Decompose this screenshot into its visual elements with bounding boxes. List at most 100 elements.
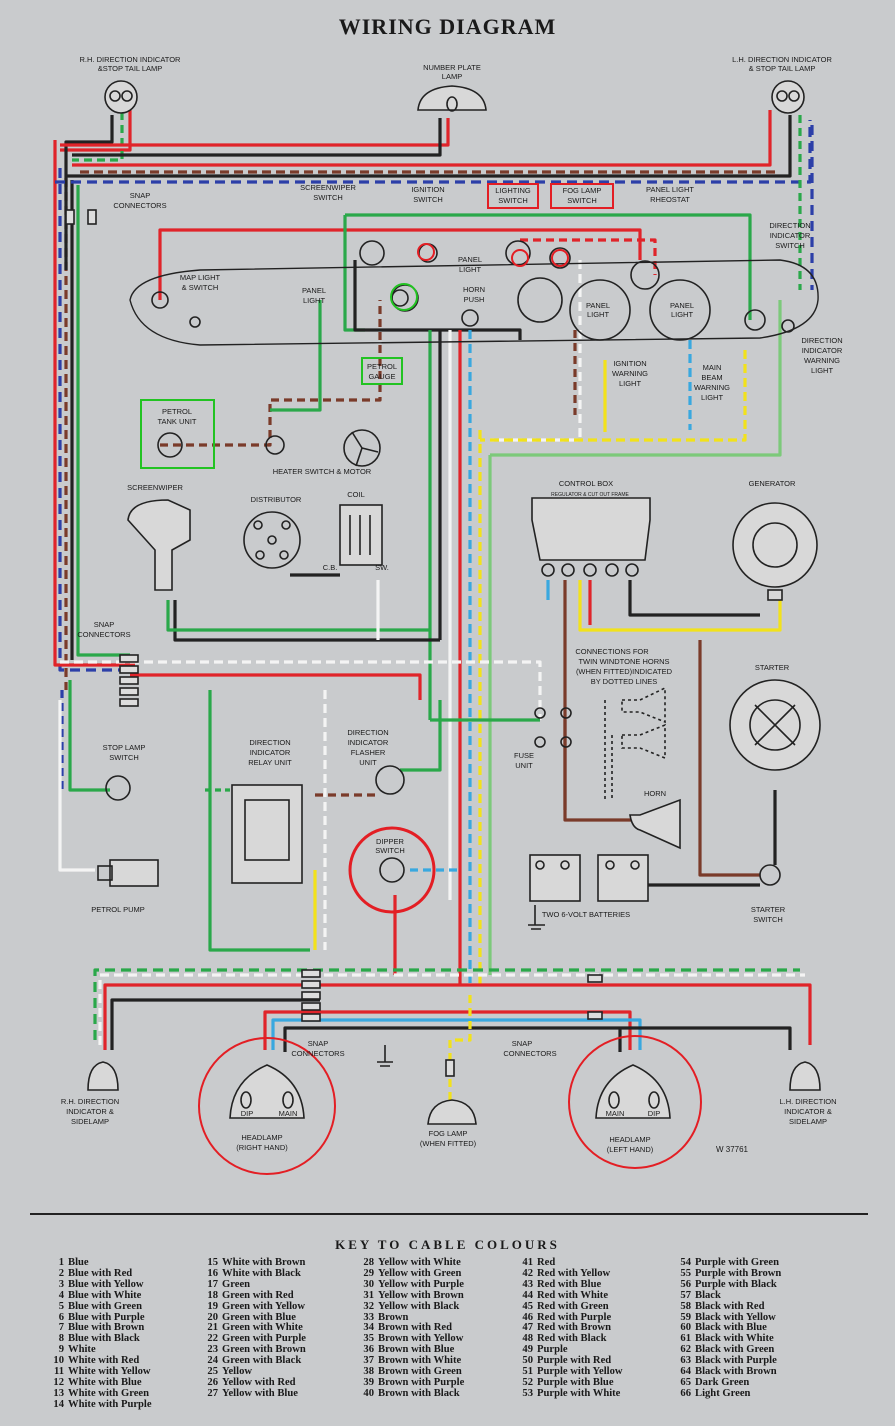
label-cb: C.B. xyxy=(323,563,338,572)
cable-colour-name: White with Purple xyxy=(68,1398,152,1410)
highlight-gauge-terminal xyxy=(390,283,418,311)
wire-bottom-blue xyxy=(271,1018,642,1050)
highlight-lighting-switch xyxy=(487,183,539,209)
cable-colour-name: Red xyxy=(537,1257,556,1268)
cable-colour-number: 57 xyxy=(680,1289,691,1301)
label-screenwiper-switch-2: SWITCH xyxy=(313,193,343,202)
cable-colour-name: Yellow with Purple xyxy=(378,1278,464,1290)
label-batteries: TWO 6-VOLT BATTERIES xyxy=(542,910,630,919)
cable-colour-name: Blue with White xyxy=(68,1289,142,1301)
label-petrol-tank-1: PETROL xyxy=(162,407,192,416)
wire-left-harness-green xyxy=(76,185,130,657)
label-snap-top-2: CONNECTORS xyxy=(113,201,166,210)
label-panel-light-d-2: LIGHT xyxy=(671,310,694,319)
label-dir-warning-3: WARNING xyxy=(804,356,840,365)
dir-warning xyxy=(781,319,795,333)
label-rh-main: MAIN xyxy=(279,1109,298,1118)
cable-colour-name: White xyxy=(68,1344,96,1356)
cable-colour-name: Red with Yellow xyxy=(537,1267,611,1279)
cable-colour-number: 8 xyxy=(58,1333,64,1345)
label-starter-switch-2: SWITCH xyxy=(753,915,783,924)
label-dir-warning-2: INDICATOR xyxy=(802,346,843,355)
label-snap-bottom-1: SNAP xyxy=(308,1039,328,1048)
cable-colour-number: 5 xyxy=(58,1300,64,1312)
label-lh-side-2: INDICATOR & xyxy=(784,1107,832,1116)
wire-rh-tail-black xyxy=(64,115,114,270)
cable-colour-name: Yellow with Blue xyxy=(222,1387,298,1399)
cable-colour-name: Brown with Black xyxy=(378,1387,460,1399)
cable-colour-number: 56 xyxy=(680,1278,691,1290)
cable-colour-number: 35 xyxy=(363,1333,374,1345)
label-snap-bottom-3: SNAP xyxy=(512,1039,532,1048)
cable-colour-number: 1 xyxy=(58,1257,64,1268)
label-main-beam-1: MAIN xyxy=(703,363,722,372)
wire-bottom-green xyxy=(93,968,800,1040)
cable-colour-name: Green with White xyxy=(222,1322,303,1334)
label-ignition-switch-1: IGNITION xyxy=(411,185,444,194)
wire-relay-green xyxy=(208,690,310,952)
label-fuse-1: FUSE xyxy=(514,751,534,760)
cable-colour-name: Yellow with White xyxy=(378,1257,461,1268)
cable-colour-number: 55 xyxy=(680,1267,691,1279)
wire-mid-green xyxy=(68,680,110,792)
cable-colour-number: 30 xyxy=(363,1278,374,1290)
fog-lamp-body xyxy=(427,1099,477,1125)
cable-colour-number: 46 xyxy=(522,1311,533,1323)
label-headlamp-rh-2: (RIGHT HAND) xyxy=(236,1143,288,1152)
snap-connector-bottom-5 xyxy=(301,1013,321,1022)
cable-colour-number: 52 xyxy=(522,1376,533,1388)
starter-switch-body xyxy=(759,864,781,886)
cable-colour-name: Green with Purple xyxy=(222,1333,306,1345)
wire-cb-black xyxy=(628,580,760,617)
cable-colour-number: 51 xyxy=(522,1366,533,1378)
rh-sidelamp xyxy=(87,1061,119,1091)
cable-colour-number: 64 xyxy=(680,1366,691,1378)
label-lh-side-1: L.H. DIRECTION xyxy=(779,1097,836,1106)
cable-colour-number: 3 xyxy=(58,1278,64,1290)
cable-colour-number: 58 xyxy=(680,1300,691,1312)
snap-connector-bottom-3 xyxy=(301,991,321,1000)
label-snap-mid-2: CONNECTORS xyxy=(77,630,130,639)
lh-tail-lamp xyxy=(771,80,805,114)
cable-colour-name: Purple with Brown xyxy=(695,1267,782,1279)
label-petrol-pump: PETROL PUMP xyxy=(91,905,144,914)
cable-colour-name: Light Green xyxy=(695,1387,751,1399)
cable-colour-number: 22 xyxy=(207,1333,218,1345)
cable-colour-number: 34 xyxy=(363,1322,374,1334)
wire-top-red-2 xyxy=(72,110,772,167)
cable-colour-number: 2 xyxy=(58,1267,64,1279)
cable-colour-name: Purple with Black xyxy=(695,1278,777,1290)
wire-mid-white-2 xyxy=(58,700,95,872)
label-stop-lamp-1: STOP LAMP xyxy=(103,743,146,752)
label-distributor: DISTRIBUTOR xyxy=(251,495,302,504)
horn-body xyxy=(629,798,681,850)
number-plate-lamp xyxy=(417,85,487,112)
heater-switch xyxy=(265,435,285,455)
cable-colour-number: 49 xyxy=(522,1344,533,1356)
wire-top-black-1 xyxy=(72,118,442,157)
cable-colour-name: Purple with Blue xyxy=(537,1376,614,1388)
wire-dash-lightgreen xyxy=(490,300,782,457)
label-twin-horns-2: TWIN WINDTONE HORNS xyxy=(578,657,669,666)
cable-colour-number: 33 xyxy=(363,1311,374,1323)
cable-colour-name: White with Blue xyxy=(68,1376,142,1388)
label-headlamp-rh-1: HEADLAMP xyxy=(241,1133,282,1142)
fog-switch xyxy=(549,247,571,269)
lh-sidelamp xyxy=(789,1061,821,1091)
snap-connector-mid-4 xyxy=(119,687,139,696)
cable-colour-number: 6 xyxy=(58,1311,64,1323)
cable-colour-name: Brown with Red xyxy=(378,1322,452,1334)
cable-colour-number: 41 xyxy=(522,1257,533,1268)
cable-colour-number: 12 xyxy=(53,1376,64,1388)
